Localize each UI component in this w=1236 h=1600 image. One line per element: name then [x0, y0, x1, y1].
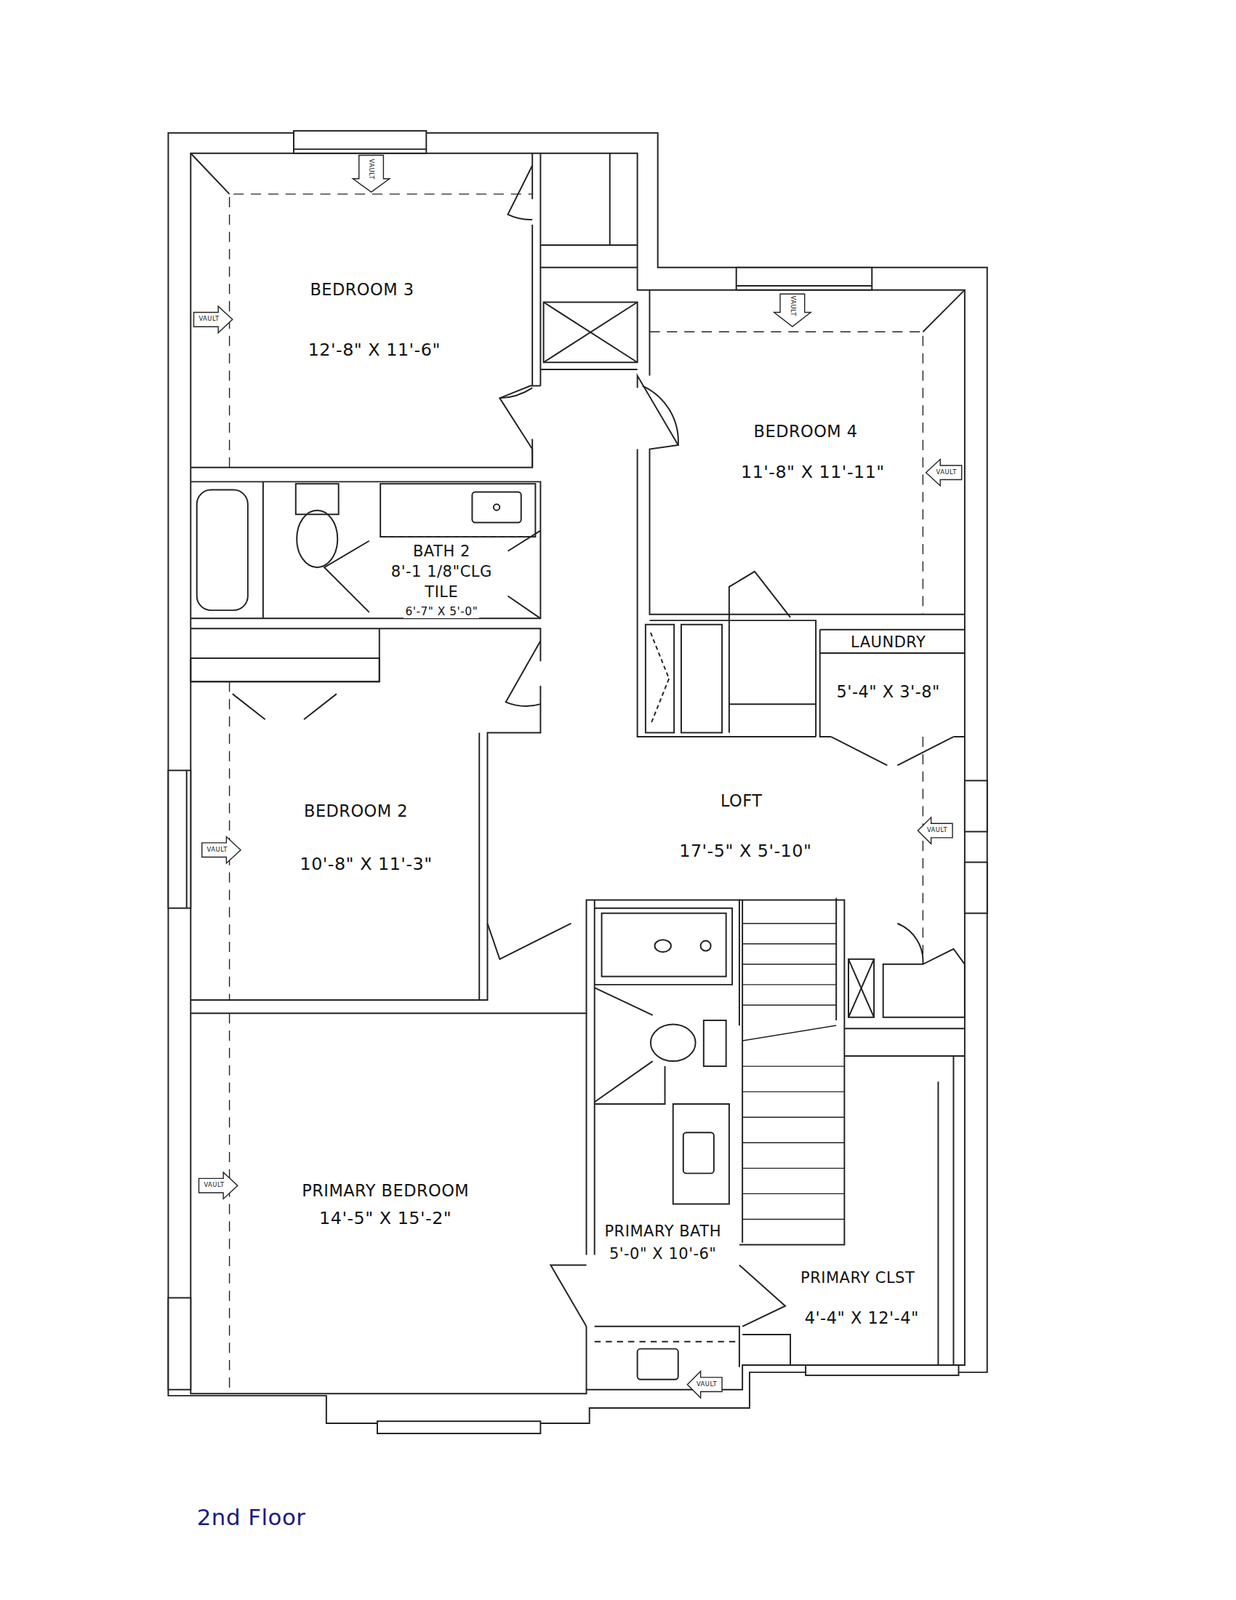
vault-marker-text: VAULT [788, 295, 796, 317]
vault-marker-text: VAULT [198, 315, 219, 323]
room-label: 5'-0" X 10'-6" [607, 1244, 719, 1262]
floor-caption: 2nd Floor [197, 1505, 307, 1530]
room-label: PRIMARY BEDROOM [300, 1181, 471, 1200]
vault-marker-text: VAULT [936, 468, 957, 476]
room-label: 8'-1 1/8"CLG [389, 562, 494, 580]
room-label: 12'-8" X 11'-6" [306, 340, 443, 360]
room-label: PRIMARY BATH [602, 1222, 723, 1239]
room-label: BEDROOM 4 [752, 422, 860, 441]
room-label: LOFT [719, 791, 765, 810]
room-label: 6'-7" X 5'-0" [403, 605, 480, 618]
vault-marker-text: VAULT [696, 1380, 717, 1388]
vault-marker-text: VAULT [203, 1181, 224, 1189]
room-label: 10'-8" X 11'-3" [298, 854, 434, 874]
room-label: BEDROOM 2 [302, 801, 410, 821]
room-label: 4'-4" X 12'-4" [803, 1308, 921, 1327]
room-label: BEDROOM 3 [308, 280, 416, 299]
vault-marker-text: VAULT [927, 826, 948, 834]
room-label: 17'-5" X 5'-10" [677, 841, 813, 861]
room-label: 11'-8" X 11'-11" [739, 462, 887, 482]
room-label: 5'-4" X 3'-8" [834, 682, 941, 701]
room-label: 14'-5" X 15'-2" [317, 1208, 453, 1228]
room-label: LAUNDRY [849, 633, 927, 650]
vault-marker-text: VAULT [367, 159, 375, 180]
room-label: TILE [423, 583, 460, 600]
room-label: BATH 2 [411, 542, 472, 560]
vault-marker-text: VAULT [207, 846, 228, 853]
room-label: PRIMARY CLST [799, 1268, 917, 1286]
